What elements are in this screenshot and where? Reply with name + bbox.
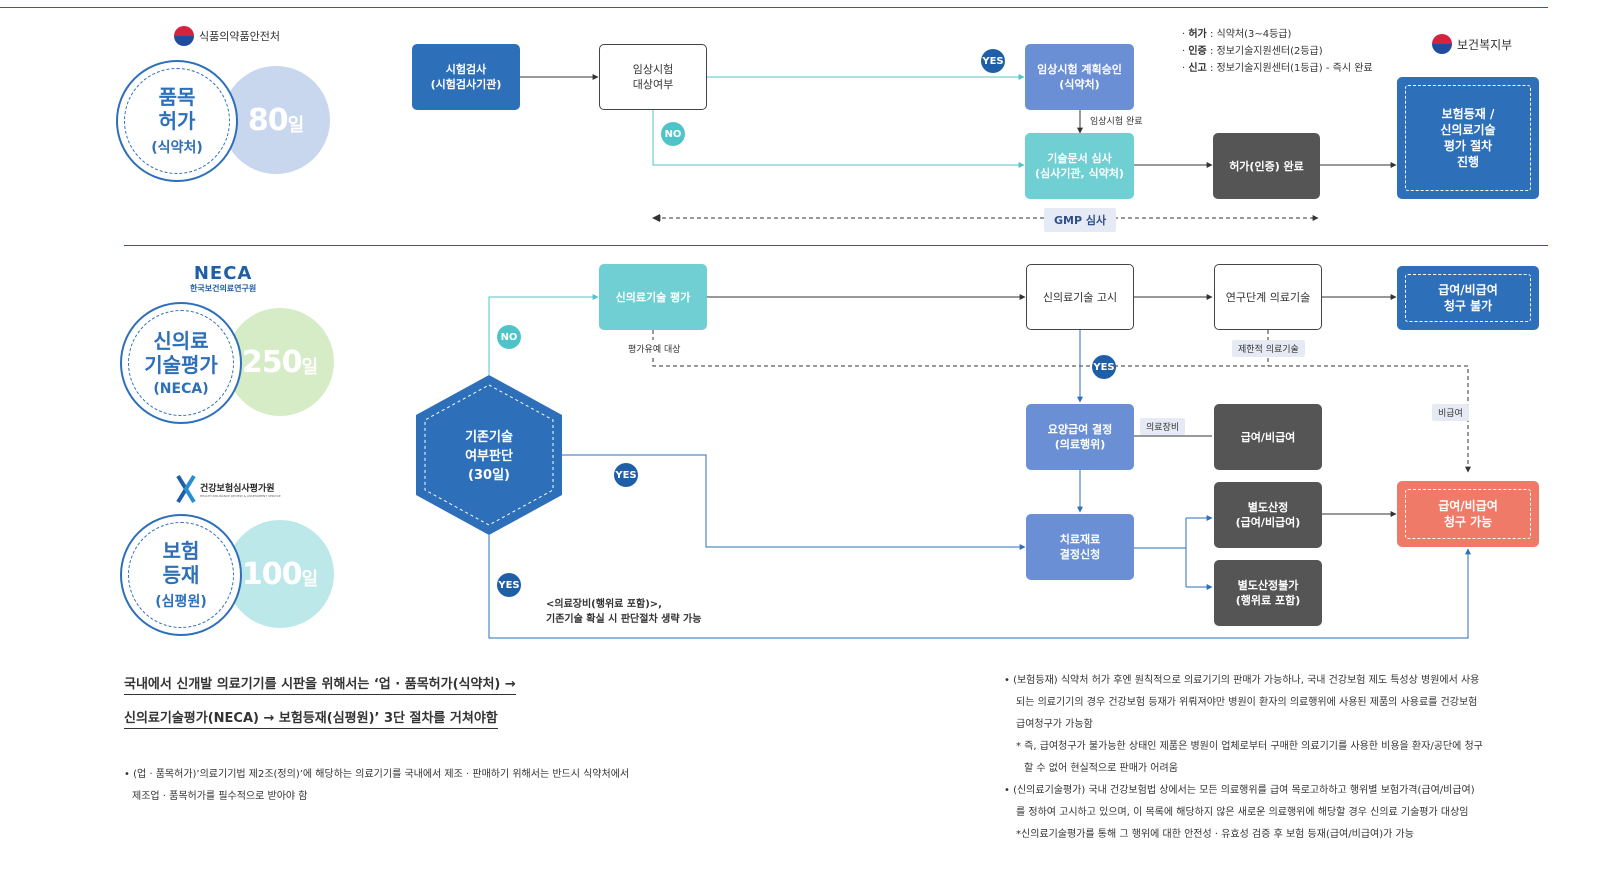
footer-right-notes: • (보험등재) 식약처 허가 후엔 원칙적으로 의료기기의 판매가 가능하나,…: [1004, 670, 1549, 846]
stage2-sub: (NECA): [153, 381, 209, 397]
footer-left-line: • (업 · 품목허가)’의료기기법 제2조(정의)’에 해당하는 의료기기를 …: [124, 769, 630, 780]
no-claim-text: 급여/비급여 청구 불가: [1438, 283, 1498, 313]
tech-review-box: 기술문서 심사 (심사기관, 식약처): [1025, 133, 1134, 199]
mohw-name: 보건복지부: [1457, 37, 1513, 52]
limited-tag: 제한적 의료기술: [1232, 340, 1305, 357]
trial-plan-box: 임상시험 계획승인 (식약처): [1025, 44, 1134, 110]
neca-eval-box: 신의료기술 평가: [599, 264, 707, 330]
trial-done-label: 임상시험 완료: [1090, 117, 1143, 127]
neca-logo-text: NECA: [193, 263, 253, 284]
stage3-days: 100 일: [226, 520, 334, 628]
insurance-process-box: 보험등재 / 신의료기술 평가 절차 진행: [1397, 77, 1539, 199]
footer-right-line: * 즉, 급여청구가 불가능한 상태인 제품은 병원이 업체로부터 구매한 의료…: [1016, 741, 1483, 752]
footer-right-line: *신의료기술평가를 통해 그 행위에 대한 안전성 · 유효성 검증 후 보험 …: [1016, 829, 1414, 840]
material-box: 치료재료 결정신청: [1026, 514, 1134, 580]
legend-item: · 신고 : 정보기술지원센터(1등급) - 즉시 완료: [1182, 63, 1373, 74]
neca-org-name: 한국보건의료연구원: [190, 284, 257, 293]
neca-logo: NECA 한국보건의료연구원: [190, 265, 256, 294]
footer-right-line: • (신의료기술평가) 국내 건강보험법 상에서는 모든 의료행위를 급여 목로…: [1004, 785, 1475, 796]
bottom-yes-badge-down: YES: [497, 573, 521, 597]
stage1-title: 품목 허가: [158, 85, 196, 133]
top-yes-badge: YES: [981, 49, 1005, 73]
approval-done-box: 허가(인증) 완료: [1213, 133, 1320, 199]
stage1-days: 80 일: [222, 66, 330, 174]
stage3-title: 보험 등재: [162, 539, 200, 587]
hira-icon: [176, 474, 196, 504]
stage1-days-number: 80: [247, 102, 289, 138]
test-box: 시험검사 (시험검사기관): [412, 44, 520, 110]
stage2-title: 신의료 기술평가: [144, 329, 218, 377]
insurance-process-text: 보험등재 / 신의료기술 평가 절차 진행: [1440, 107, 1496, 169]
gmp-tag: GMP 심사: [1044, 208, 1117, 232]
footer-right-line: 를 정하여 고시하고 있으며, 이 목록에 해당하지 않은 새로운 의료행위에 …: [1016, 807, 1469, 818]
bottom-no-badge: NO: [497, 325, 521, 349]
mfds-name: 식품의약품안전처: [199, 30, 280, 43]
stage1-sub: (식약처): [151, 140, 203, 156]
footer-headline-1: 국내에서 신개발 의료기기를 시판을 위해서는 ‘업 · 품목허가(식약처) →: [124, 673, 516, 695]
taeguk-icon: [174, 26, 194, 46]
stage3-days-unit: 일: [301, 569, 319, 590]
no-separate-box: 별도산정불가 (행위료 포함): [1214, 560, 1322, 626]
stage2-ring: 신의료 기술평가 (NECA): [120, 302, 242, 424]
top-divider: [0, 7, 1548, 8]
stage1-ring: 품목 허가 (식약처): [116, 60, 238, 182]
research-box: 연구단계 의료기술: [1214, 264, 1322, 330]
legend-item: · 인증 : 정보기술지원센터(2등급): [1182, 46, 1323, 57]
device-note: <의료장비(행위료 포함)>, 기존기술 확실 시 판단절차 생략 가능: [546, 599, 702, 625]
mohw-logo: 보건복지부: [1432, 34, 1512, 54]
stage3-days-number: 100: [241, 556, 303, 592]
eval-target-tag: 평가유예 대상: [622, 340, 687, 357]
legend-item: · 허가 : 식약처(3~4등급): [1182, 29, 1292, 40]
footer-right-line: 할 수 없어 현실적으로 판매가 어려움: [1024, 763, 1178, 774]
footer-left-line: 제조업 · 품목허가를 필수적으로 받아야 함: [132, 791, 308, 802]
care-decision-box: 요양급여 결정 (의료행위): [1026, 404, 1134, 470]
nonpay-tag: 비급여: [1432, 404, 1469, 421]
stage3-sub: (심평원): [155, 594, 207, 610]
footer-right-line: 되는 의료기기의 경우 건강보험 등재가 위뤄져야만 병원이 환자의 의료행위에…: [1016, 697, 1478, 708]
approval-legend: · 허가 : 식약처(3~4등급) · 인증 : 정보기술지원센터(2등급) ·…: [1182, 26, 1373, 77]
stage2-days-number: 250: [241, 344, 303, 380]
hira-org-sub: HEALTH INSURANCE REVIEW & ASSESSMENT SER…: [200, 493, 281, 498]
stage1-days-unit: 일: [287, 115, 305, 136]
footer-right-line: • (보험등재) 식약처 허가 후엔 원칙적으로 의료기기의 판매가 가능하나,…: [1004, 675, 1480, 686]
mfds-logo: 식품의약품안전처: [174, 26, 280, 46]
stage2-days-unit: 일: [301, 357, 319, 378]
notice-box: 신의료기술 고시: [1026, 264, 1134, 330]
existing-tech-label: 기존기술 여부판단 (30일): [465, 430, 513, 483]
footer-headline-2: 신의료기술평가(NECA) → 보험등재(심평원)’ 3단 절차를 거쳐야함: [124, 707, 498, 729]
existing-tech-hexagon: [416, 375, 562, 535]
device-tag: 의료장비: [1140, 418, 1186, 435]
stage3-ring: 보험 등재 (심평원): [120, 514, 242, 636]
separate-box: 별도산정 (급여/비급여): [1214, 482, 1322, 548]
bottom-yes-badge-right: YES: [614, 463, 638, 487]
top-no-badge: NO: [661, 122, 685, 146]
pay-nonpay-box: 급여/비급여: [1214, 404, 1322, 470]
no-claim-box: 급여/비급여 청구 불가: [1397, 266, 1539, 330]
footer-left-bullet: • (업 · 품목허가)’의료기기법 제2조(정의)’에 해당하는 의료기기를 …: [124, 764, 629, 808]
stage2-days: 250 일: [226, 308, 334, 416]
notice-yes-badge: YES: [1092, 355, 1116, 379]
claimable-text: 급여/비급여 청구 가능: [1438, 499, 1498, 529]
hira-logo: 건강보험심사평가원 HEALTH INSURANCE REVIEW & ASSE…: [176, 474, 281, 504]
hira-org-name: 건강보험심사평가원: [200, 483, 275, 494]
taeguk-icon: [1432, 34, 1452, 54]
trial-target-box: 임상시험 대상여부: [599, 44, 707, 110]
footer-right-line: 급여청구가 가능함: [1016, 719, 1093, 730]
middle-divider: [124, 245, 1548, 246]
claimable-box: 급여/비급여 청구 가능: [1397, 481, 1539, 547]
